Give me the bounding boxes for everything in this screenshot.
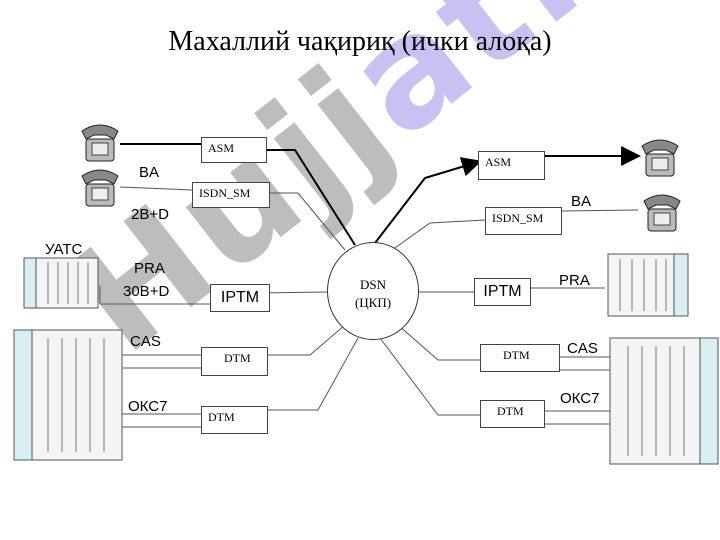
pbx-rack-icon (607, 253, 689, 317)
uatc-label: УАТС (45, 241, 83, 258)
left-ba-label: BA (139, 164, 160, 181)
line-dsn-asm-right (374, 157, 482, 244)
left-dtm-box-1: DTM (201, 347, 268, 376)
right-okc7-label: ОКС7 (560, 390, 600, 407)
dsn-label: DSN (359, 277, 386, 292)
right-ba-label: BA (571, 193, 592, 210)
line-isdn-dsn (270, 192, 346, 251)
line-asm-dsn (266, 149, 356, 246)
left-dtm-box-2: DTM (201, 406, 268, 434)
right-isdn-sm-box: ISDN_SM (485, 207, 562, 235)
phone-icon (81, 169, 119, 207)
line-isdn-phone-right (561, 209, 639, 212)
left-pra-rate-label: 30B+D (123, 283, 170, 300)
left-isdn-sm-box: ISDN_SM (192, 182, 270, 208)
line-left-phone-isdn (119, 186, 193, 191)
left-pra-label: PRA (134, 260, 165, 277)
phone-icon (641, 139, 679, 177)
right-dtm-box-2: DTM (480, 400, 545, 428)
page-title: Махаллий чақириқ (ички алоқа) (168, 26, 552, 57)
left-asm-box: ASM (201, 137, 267, 163)
right-iptm-box: IPTM (474, 278, 531, 306)
dsn-sublabel: (ЦКП) (354, 295, 392, 310)
line-dsn-dtm2-right (379, 337, 480, 416)
left-iptm-box: IPTM (210, 284, 270, 312)
line-iptm-dsn (259, 291, 328, 294)
pbx-rack-icon (23, 257, 99, 309)
exchange-rack-icon (609, 337, 719, 465)
phone-icon (81, 124, 119, 162)
right-pra-label: PRA (559, 272, 590, 289)
left-cas-label: CAS (130, 333, 161, 350)
right-asm-box: ASM (478, 151, 545, 180)
line-dsn-dtm1-right (397, 324, 480, 361)
dsn-switch-node: DSN (ЦКП) (327, 242, 419, 340)
left-okc7-label: ОКС7 (128, 398, 168, 415)
line-dsn-isdn-right (391, 219, 486, 251)
right-dtm-box-1: DTM (480, 344, 560, 372)
line-dtm1-dsn (256, 324, 346, 356)
left-2bd-label: 2B+D (131, 206, 169, 223)
right-cas-label: CAS (567, 340, 598, 357)
phone-icon (643, 194, 681, 232)
line-dtm2-dsn (256, 337, 359, 411)
exchange-rack-icon (13, 329, 123, 461)
